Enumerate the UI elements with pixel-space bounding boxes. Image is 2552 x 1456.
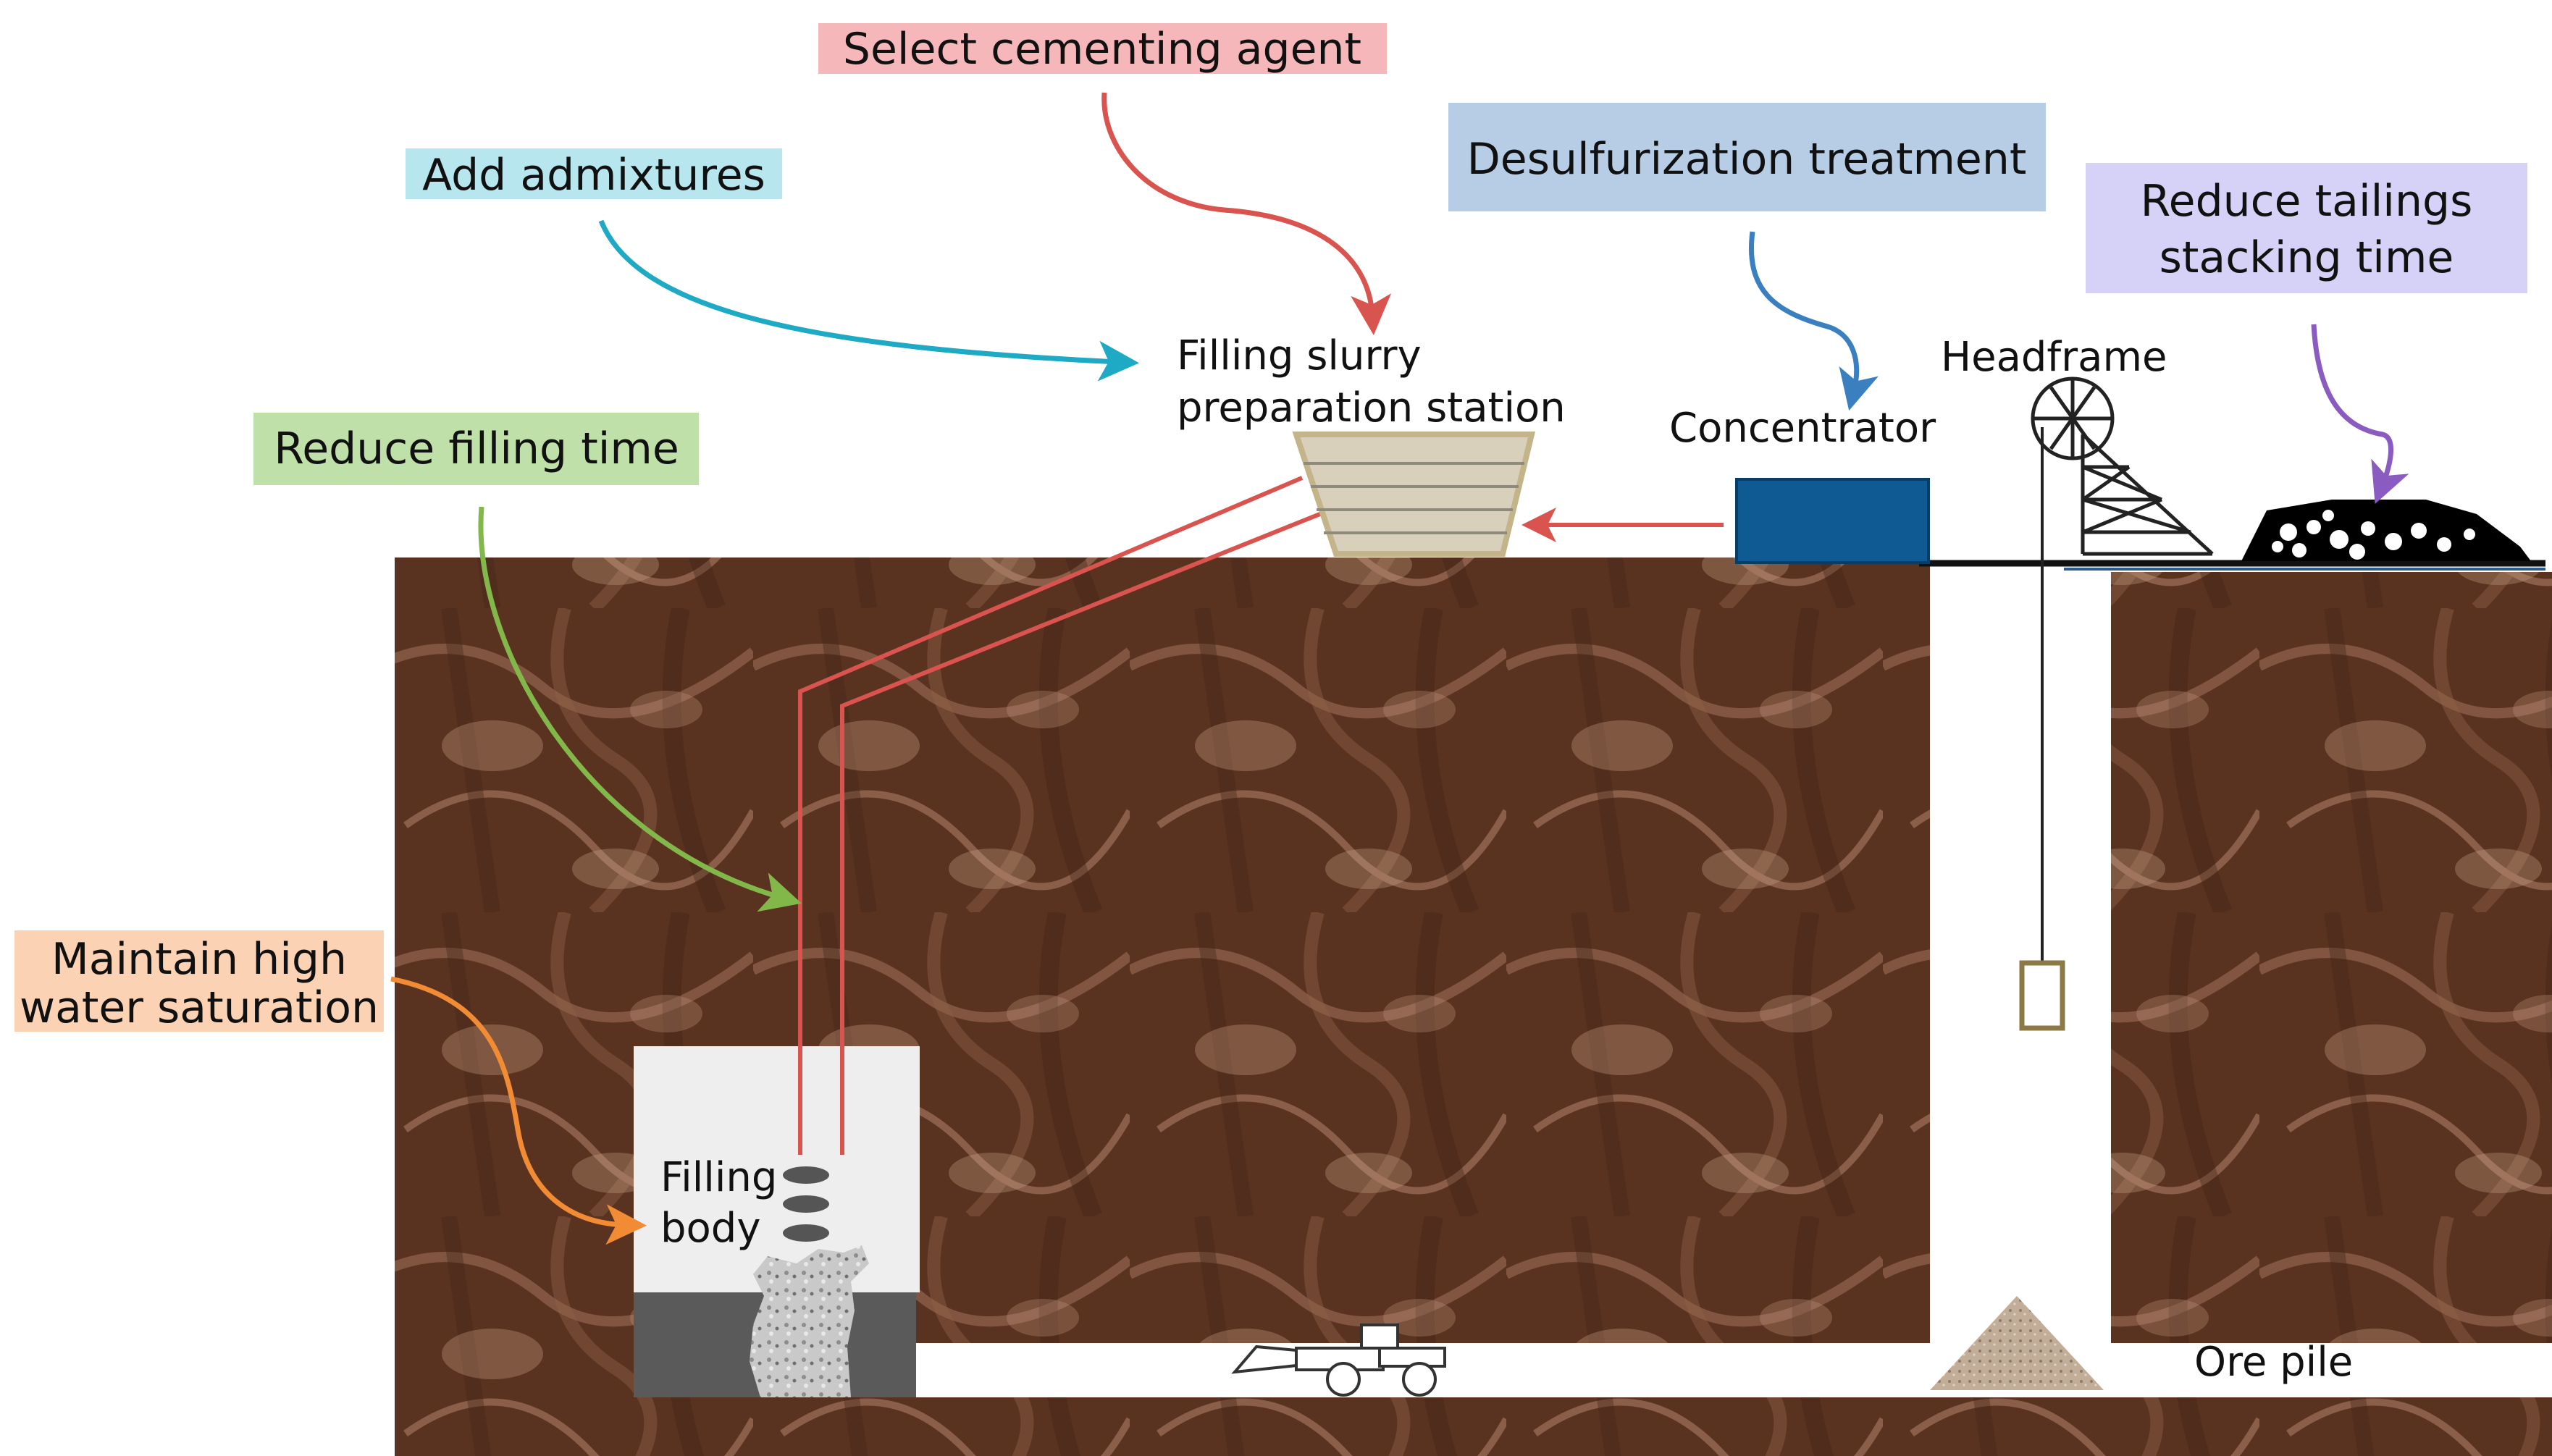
- callout-select-cementing-agent-text: Select cementing agent: [843, 24, 1361, 75]
- callout-maintain-water-saturation: Maintain high water saturation: [14, 930, 384, 1033]
- arrow-admixtures-to-station: [598, 219, 1139, 382]
- filling-pipelines: [798, 476, 1330, 1155]
- arrow-saturation-to-filling-body: [390, 976, 647, 1245]
- slurry-drop-1: [783, 1166, 829, 1184]
- arrow-desulfurization-to-concentrator: [1749, 231, 1879, 411]
- callout-reduce-tailings: Reduce tailings stacking time: [2086, 163, 2527, 293]
- callout-reduce-filling-time: Reduce filling time: [253, 413, 699, 485]
- ore-pile-heap: [1930, 1296, 2104, 1390]
- filling-body-label-line2: body: [660, 1205, 761, 1252]
- arrow-tailings-to-pile: [2311, 324, 2409, 504]
- concentrator-block: [1735, 478, 1930, 564]
- arrow-filling-time-to-pipeline: [478, 506, 802, 912]
- callout-desulfurization-treatment-text: Desulfurization treatment: [1467, 134, 2027, 185]
- callout-add-admixtures-text: Add admixtures: [422, 150, 765, 201]
- callout-reduce-tailings-text-line2: stacking time: [2159, 232, 2454, 283]
- callout-reduce-tailings-text-line1: Reduce tailings: [2141, 176, 2473, 227]
- pipeline-1: [798, 476, 1304, 1155]
- stope: Filling body: [634, 1046, 920, 1397]
- headframe-label: Headframe: [1941, 334, 2167, 381]
- rock-left-block: [395, 557, 1930, 1456]
- slurry-drop-3: [783, 1224, 829, 1242]
- callout-add-admixtures: Add admixtures: [406, 148, 782, 201]
- hoist-cage: [2019, 960, 2065, 1031]
- mine-shaft: [1930, 557, 2111, 1347]
- arrow-cementing-to-station: [1101, 92, 1392, 335]
- pipeline-2: [840, 508, 1330, 1155]
- filling-station-label-line1: Filling slurry: [1177, 332, 1422, 379]
- callout-desulfurization-treatment: Desulfurization treatment: [1448, 103, 2046, 211]
- headframe-structure: [2031, 376, 2214, 556]
- filling-station-label-line2: preparation station: [1177, 384, 1566, 432]
- slurry-drop-2: [783, 1195, 829, 1213]
- haulage-drift: [916, 1343, 2552, 1397]
- tailings-pile: [2241, 500, 2531, 561]
- callout-reduce-filling-time-text: Reduce filling time: [274, 424, 679, 474]
- filling-body-mass: [750, 1245, 869, 1397]
- filling-station-hopper: [1292, 432, 1536, 557]
- ore-pile-label: Ore pile: [2194, 1339, 2353, 1386]
- callout-maintain-text-line1: Maintain high: [51, 934, 347, 985]
- concentrator-label: Concentrator: [1669, 405, 1936, 452]
- rock-bottom-strip: [395, 1397, 2552, 1456]
- callout-maintain-text-line2: water saturation: [20, 982, 379, 1033]
- loader-vehicle: [1231, 1324, 1446, 1397]
- filling-body-label-line1: Filling: [660, 1154, 777, 1201]
- callout-select-cementing-agent: Select cementing agent: [818, 23, 1387, 75]
- rock-right-block: [2111, 572, 2552, 1456]
- stope-open-space: [634, 1046, 920, 1292]
